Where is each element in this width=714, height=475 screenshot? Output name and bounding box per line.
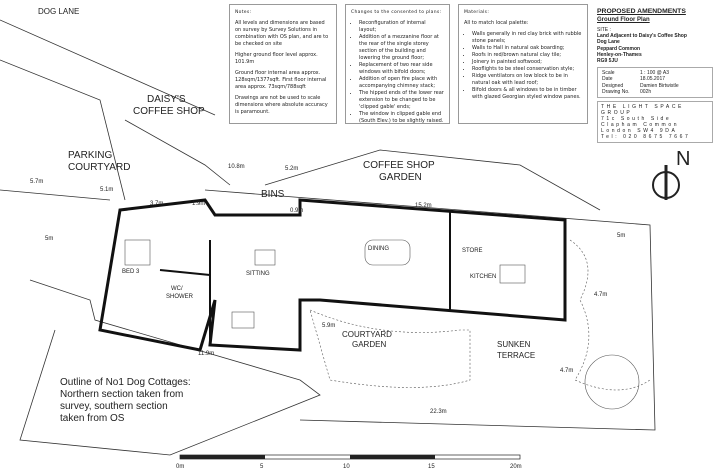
label-bed3: BED 3 xyxy=(122,269,140,275)
label-courtyard: COURTYARD xyxy=(68,162,130,173)
dim-0.9m: 0.9m xyxy=(290,208,303,214)
svg-text:5: 5 xyxy=(260,464,264,470)
dim-1.9m: 1.9m xyxy=(192,201,205,207)
dog-lane-edge xyxy=(0,19,216,116)
drawing-subtitle: Ground Floor Plan xyxy=(597,17,650,23)
label-coffee-shop-garden: COFFEE SHOP xyxy=(363,160,435,171)
notes-box: Notes: All levels and dimensions are bas… xyxy=(229,4,337,124)
materials-box: Materials: All to match local palette: W… xyxy=(458,4,588,124)
svg-text:taken from OS: taken from OS xyxy=(60,413,125,424)
label-garden2: GARDEN xyxy=(352,340,386,349)
label-terrace: TERRACE xyxy=(497,351,535,360)
label-dog-lane: DOG LANE xyxy=(38,7,79,16)
dim-5m-right: 5m xyxy=(617,233,625,239)
dim-5.2m: 5.2m xyxy=(285,166,298,172)
dim-11.9m: 11.9m xyxy=(198,351,214,357)
building-walls xyxy=(98,198,567,352)
dim-5.7m: 5.7m xyxy=(30,179,43,185)
dim-3.7m: 3.7m xyxy=(150,201,163,207)
dim-22.3m: 22.3m xyxy=(430,409,447,415)
coffee-garden-boundary xyxy=(264,149,601,211)
outline-note: Outline of No1 Dog Cottages: Northern se… xyxy=(60,377,191,424)
title-block: PROPOSED AMENDMENTS Ground Floor Plan SI… xyxy=(597,8,713,144)
dim-4.7m-a: 4.7m xyxy=(594,292,607,298)
dim-10.8m: 10.8m xyxy=(228,164,245,170)
svg-text:survey, southern section: survey, southern section xyxy=(60,401,168,412)
label-courtyard-garden: COURTYARD xyxy=(342,330,392,339)
label-daisys: DAISY'S xyxy=(147,94,186,105)
svg-text:15: 15 xyxy=(428,464,435,470)
label-dining: DINING xyxy=(368,246,389,252)
label-coffee-shop: COFFEE SHOP xyxy=(133,106,205,117)
label-wc: WC/ xyxy=(171,286,183,292)
north-arrow-icon: N xyxy=(652,148,690,200)
svg-text:10: 10 xyxy=(343,464,350,470)
label-store: STORE xyxy=(462,248,483,254)
scale-bar: 0m 5 10 15 20m xyxy=(176,454,522,470)
label-parking: PARKING xyxy=(68,150,112,161)
svg-text:0m: 0m xyxy=(176,464,184,470)
label-sitting: SITTING xyxy=(246,271,270,277)
svg-text:Outline of No1 Dog Cottages:: Outline of No1 Dog Cottages: xyxy=(60,377,191,388)
dim-4.7m-b: 4.7m xyxy=(560,368,573,374)
svg-text:Northern section taken from: Northern section taken from xyxy=(60,389,183,400)
label-kitchen: KITCHEN xyxy=(470,274,496,280)
changes-box: Changes to the consented to plans: Recon… xyxy=(345,4,450,124)
label-bins: BINS xyxy=(261,189,285,200)
dim-15.2m: 15.2m xyxy=(415,203,432,209)
dim-5.1m: 5.1m xyxy=(100,187,113,193)
svg-text:20m: 20m xyxy=(510,464,522,470)
label-garden: GARDEN xyxy=(379,172,422,183)
label-sunken: SUNKEN xyxy=(497,340,531,349)
label-shower: SHOWER xyxy=(166,294,194,300)
svg-text:N: N xyxy=(676,148,690,170)
dim-5m-left: 5m xyxy=(45,236,53,242)
drawing-title: PROPOSED AMENDMENTS xyxy=(597,8,686,15)
dim-5.9m: 5.9m xyxy=(322,323,335,329)
